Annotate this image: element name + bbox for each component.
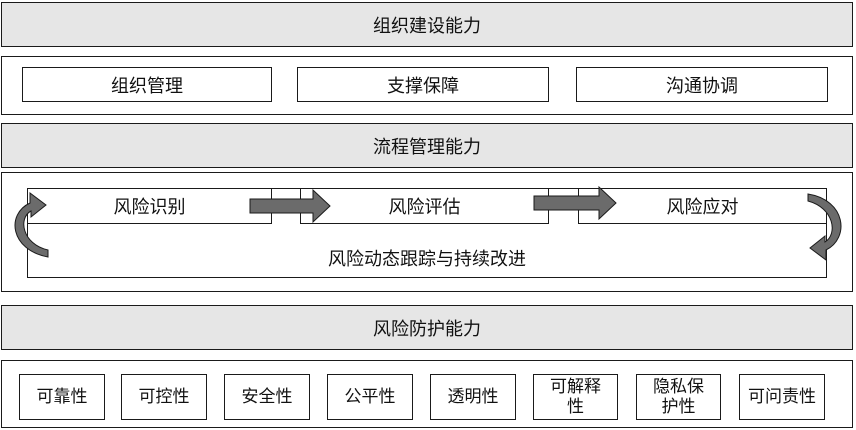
protection-item-fairness: 公平性	[327, 374, 413, 420]
process-step-assess-label: 风险评估	[388, 197, 461, 218]
protection-item-fairness-label: 公平性	[344, 387, 396, 407]
org-item-communication-label: 沟通协调	[666, 75, 738, 97]
process-step-respond-label: 风险应对	[666, 197, 739, 218]
protection-item-accountability-label: 可问责性	[748, 387, 816, 407]
process-step-identify: 风险识别	[27, 188, 272, 224]
protection-item-privacy-label: 隐私保护性	[653, 377, 704, 417]
org-item-management-label: 组织管理	[111, 75, 183, 97]
org-item-support: 支撑保障	[297, 67, 549, 102]
protection-capability-title: 风险防护能力	[373, 318, 481, 340]
protection-item-transparency: 透明性	[430, 374, 516, 420]
protection-item-reliability: 可靠性	[19, 374, 105, 420]
org-capability-title: 组织建设能力	[373, 15, 481, 37]
process-step-respond: 风险应对	[578, 188, 827, 224]
org-item-support-label: 支撑保障	[387, 75, 459, 97]
process-step-assess: 风险评估	[300, 188, 549, 224]
process-capability-title: 流程管理能力	[373, 136, 481, 158]
protection-item-controllability: 可控性	[121, 374, 207, 420]
process-step-identify-label: 风险识别	[113, 197, 186, 218]
protection-item-security-label: 安全性	[241, 387, 293, 407]
protection-item-controllability-label: 可控性	[138, 387, 190, 407]
protection-item-security: 安全性	[224, 374, 310, 420]
process-loop-label: 风险动态跟踪与持续改进	[328, 249, 526, 270]
protection-item-transparency-label: 透明性	[447, 387, 499, 407]
process-capability-header: 流程管理能力	[1, 123, 853, 168]
protection-item-reliability-label: 可靠性	[36, 387, 88, 407]
org-capability-header: 组织建设能力	[1, 2, 853, 47]
protection-capability-header: 风险防护能力	[1, 305, 853, 350]
org-item-management: 组织管理	[22, 67, 272, 102]
protection-item-explainability: 可解释性	[533, 374, 618, 420]
protection-item-explainability-label: 可解释性	[550, 377, 601, 417]
protection-item-privacy: 隐私保护性	[636, 374, 721, 420]
protection-item-accountability: 可问责性	[739, 374, 825, 420]
org-item-communication: 沟通协调	[576, 67, 828, 102]
